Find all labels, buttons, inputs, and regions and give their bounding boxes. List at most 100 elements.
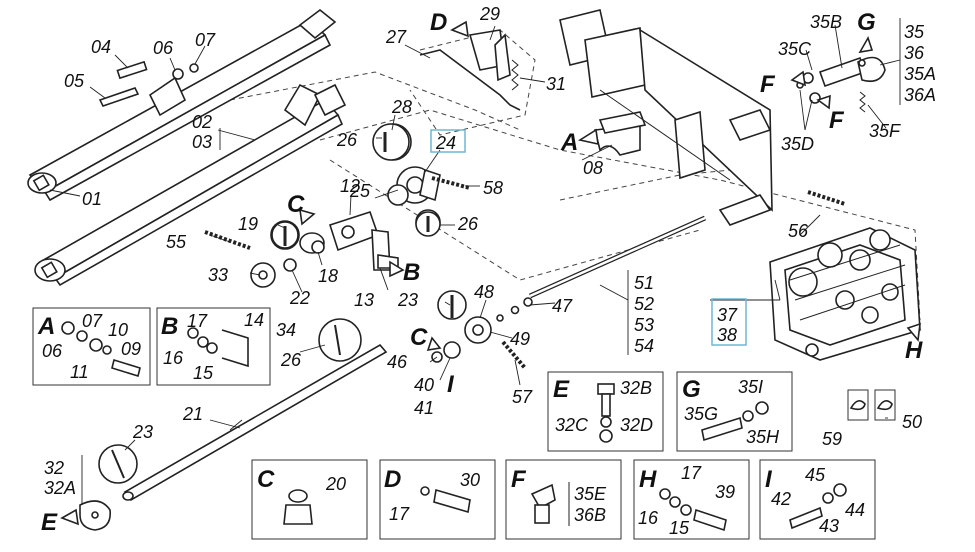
plate-12: [328, 210, 399, 271]
shaft-21: [122, 343, 388, 502]
svg-text:06: 06: [42, 341, 63, 361]
label-23b: 23: [132, 422, 153, 442]
label-37: 37: [717, 305, 738, 325]
detail-box-C: C 20: [251, 459, 368, 540]
letter-G: G: [857, 9, 876, 36]
label-07: 07: [195, 30, 216, 50]
label-53: 53: [634, 315, 654, 335]
label-50: 50: [902, 412, 922, 432]
svg-text:42: 42: [771, 489, 791, 509]
label-35D: 35D: [781, 134, 814, 154]
letter-A: A: [560, 129, 578, 156]
gear-48: [431, 316, 492, 363]
svg-text:16: 16: [163, 348, 184, 368]
label-58: 58: [483, 178, 503, 198]
label-02: 02: [192, 112, 212, 132]
label-35F: 35F: [869, 121, 901, 141]
label-40: 40: [414, 375, 434, 395]
svg-text:11: 11: [70, 362, 89, 382]
svg-text:17: 17: [187, 311, 208, 331]
svg-text:15: 15: [193, 363, 214, 383]
label-04: 04: [91, 37, 111, 57]
label-19: 19: [238, 214, 258, 234]
label-35A: 35A: [904, 64, 936, 84]
label-26c: 26: [280, 350, 302, 370]
label-33: 33: [208, 265, 228, 285]
svg-text:35I: 35I: [738, 377, 763, 397]
label-12: 12: [340, 176, 360, 196]
svg-text:G: G: [682, 376, 701, 403]
label-25: 25: [349, 181, 371, 201]
callout-arrows: [60, 20, 921, 526]
detail-box-A: A 07 10 06 11 09: [32, 307, 151, 386]
label-31: 31: [546, 74, 566, 94]
letter-H: H: [905, 337, 923, 364]
pin-callouts: [98, 123, 467, 484]
svg-text:43: 43: [819, 516, 839, 536]
label-26a: 26: [336, 130, 358, 150]
label-36: 36: [904, 43, 925, 63]
letter-callouts: D A B C C G F F H I E: [41, 9, 923, 536]
svg-text:16: 16: [638, 508, 659, 528]
label-46: 46: [387, 352, 408, 372]
svg-text:20: 20: [325, 474, 346, 494]
detail-box-G: G 35I 35G 35H: [676, 371, 793, 452]
svg-text:17: 17: [681, 463, 702, 483]
label-52: 52: [634, 294, 654, 314]
chains: [204, 176, 846, 370]
letter-B: B: [403, 259, 420, 286]
clamp-32: [79, 500, 112, 531]
svg-text:45: 45: [805, 465, 826, 485]
label-05: 05: [64, 71, 85, 91]
svg-text:32B: 32B: [620, 378, 652, 398]
letter-C-top: C: [287, 191, 305, 218]
label-38: 38: [717, 325, 737, 345]
bracket-08: [594, 111, 647, 156]
gearbox-37: [769, 227, 921, 361]
svg-text:07: 07: [82, 311, 103, 331]
svg-text:32D: 32D: [620, 415, 653, 435]
label-32: 32: [44, 458, 64, 478]
svg-text:C: C: [257, 466, 275, 493]
highlight-24: [430, 129, 466, 153]
svg-text:35H: 35H: [746, 427, 780, 447]
detail-box-F: F 35E 36B: [505, 459, 622, 540]
svg-text:44: 44: [845, 500, 865, 520]
letter-F-left: F: [760, 71, 776, 98]
svg-text:B: B: [161, 313, 178, 340]
label-55: 55: [166, 232, 187, 252]
svg-text:D: D: [384, 466, 401, 493]
letter-F-right: F: [829, 107, 845, 134]
label-13: 13: [354, 290, 374, 310]
letter-I: I: [447, 371, 455, 398]
label-24: 24: [435, 133, 456, 153]
detail-box-D: D 30 17: [379, 459, 496, 540]
label-32A: 32A: [44, 478, 76, 498]
svg-text:15: 15: [669, 518, 690, 538]
label-48: 48: [474, 282, 494, 302]
letter-D: D: [430, 9, 447, 36]
svg-text:14: 14: [244, 310, 264, 330]
label-57: 57: [512, 387, 533, 407]
leader-lines: [49, 18, 901, 505]
svg-text:36B: 36B: [574, 505, 606, 525]
label-29: 29: [479, 4, 500, 24]
label-35C: 35C: [778, 39, 812, 59]
label-21: 21: [182, 404, 203, 424]
label-08: 08: [583, 158, 603, 178]
svg-text:A: A: [37, 313, 55, 340]
label-03: 03: [192, 132, 212, 152]
svg-text:35G: 35G: [684, 404, 718, 424]
label-36A: 36A: [904, 85, 936, 105]
svg-text:I: I: [765, 466, 773, 493]
highlight-37-38: [711, 298, 747, 346]
shaft-tube-01: [27, 8, 337, 202]
label-22: 22: [289, 288, 310, 308]
label-34: 34: [276, 320, 296, 340]
label-49: 49: [510, 329, 530, 349]
label-51: 51: [634, 273, 654, 293]
detail-box-H: H 17 39 16 15: [633, 459, 750, 540]
svg-text:10: 10: [108, 320, 128, 340]
label-27: 27: [385, 27, 407, 47]
